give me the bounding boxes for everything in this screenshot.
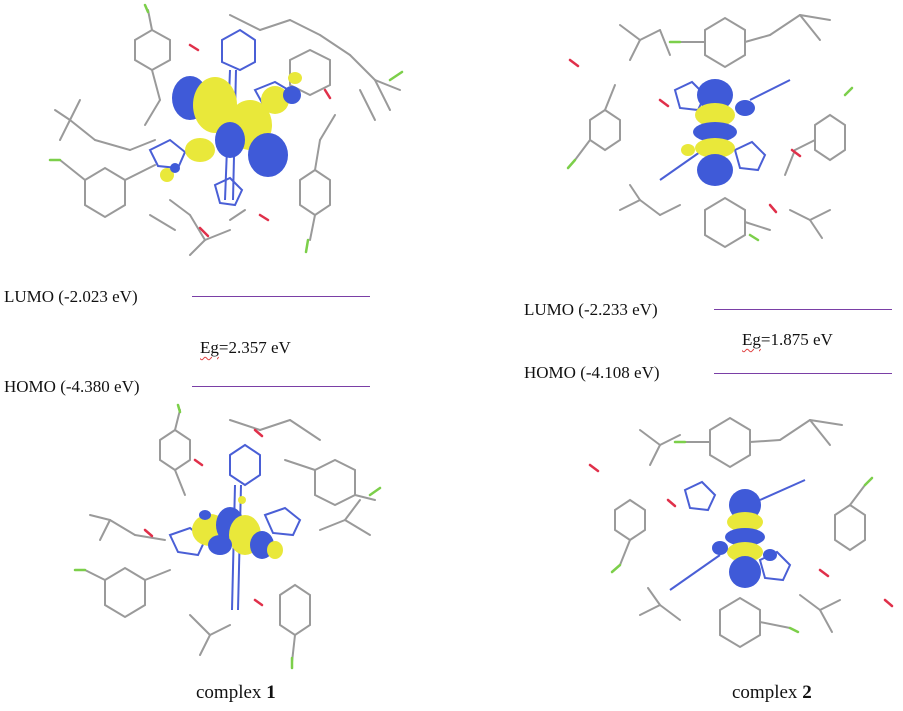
complex2-gap-prefix: Eg: [742, 330, 761, 349]
complex1-caption: complex 1: [196, 682, 276, 704]
complex1-homo-label: HOMO (-4.380 eV): [4, 377, 140, 396]
complex2-energy-gap-label: Eg=1.875 eV: [742, 330, 833, 350]
complex1-lumo-level-line: [192, 296, 370, 297]
complex1-gap-prefix: Eg: [200, 338, 219, 357]
complex1-energy-gap-label: Eg=2.357 eV: [200, 338, 291, 358]
complex2-homo-orbital-diagram: [588, 416, 894, 649]
complex2-caption: complex 2: [732, 682, 812, 704]
complex1-homo-level-line: [192, 386, 370, 387]
complex2-caption-number: 2: [802, 682, 812, 703]
complex1-caption-text: complex: [196, 682, 267, 703]
complex1-homo-orbital-diagram: [73, 403, 382, 670]
complex2-homo-label: HOMO (-4.108 eV): [524, 363, 660, 382]
complex2-gap-value: =1.875 eV: [760, 330, 833, 349]
complex2-lumo-label: LUMO (-2.233 eV): [524, 300, 658, 319]
complex1-lumo-label: LUMO (-2.023 eV): [4, 287, 138, 306]
complex2-lumo-level-line: [714, 309, 892, 310]
complex2-homo-level-line: [714, 373, 892, 374]
complex1-gap-value: =2.357 eV: [218, 338, 291, 357]
complex2-lumo-orbital-diagram: [566, 14, 854, 249]
complex2-caption-text: complex: [732, 682, 803, 703]
complex1-caption-number: 1: [266, 682, 276, 703]
complex1-lumo-orbital-diagram: [48, 3, 404, 256]
